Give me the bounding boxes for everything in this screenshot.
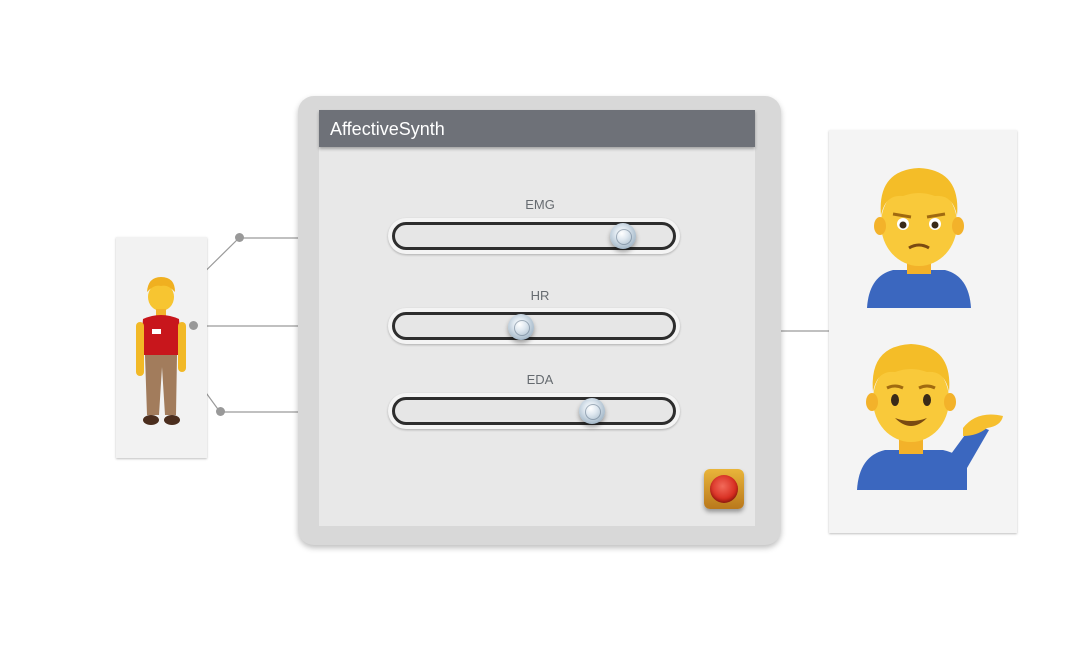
eda-slider-knob[interactable] (579, 398, 605, 424)
person-worker-icon (136, 277, 186, 425)
input-person-card (116, 237, 207, 458)
person-pouting-icon (867, 168, 971, 308)
eda-label: EDA (526, 372, 554, 387)
stop-button[interactable] (704, 469, 744, 509)
hr-slider[interactable] (388, 308, 680, 344)
hr-connector-node (189, 321, 198, 330)
red-stop-button-icon (710, 475, 738, 503)
eda-connector-node (216, 407, 225, 416)
emg-label: EMG (525, 197, 555, 212)
affective-synth-device: AffectiveSynth EMG HR EDA (298, 96, 781, 545)
title-bar: AffectiveSynth (319, 110, 755, 147)
hr-label: HR (530, 288, 550, 303)
emg-slider[interactable] (388, 218, 680, 254)
eda-slider-track[interactable] (392, 397, 676, 425)
app-title: AffectiveSynth (330, 119, 445, 139)
person-tipping-hand-icon (857, 344, 1003, 490)
emg-slider-knob[interactable] (610, 223, 636, 249)
output-person-card (829, 130, 1017, 533)
emg-connector-node (235, 233, 244, 242)
eda-slider[interactable] (388, 393, 680, 429)
hr-slider-track[interactable] (392, 312, 676, 340)
hr-slider-knob[interactable] (508, 314, 534, 340)
